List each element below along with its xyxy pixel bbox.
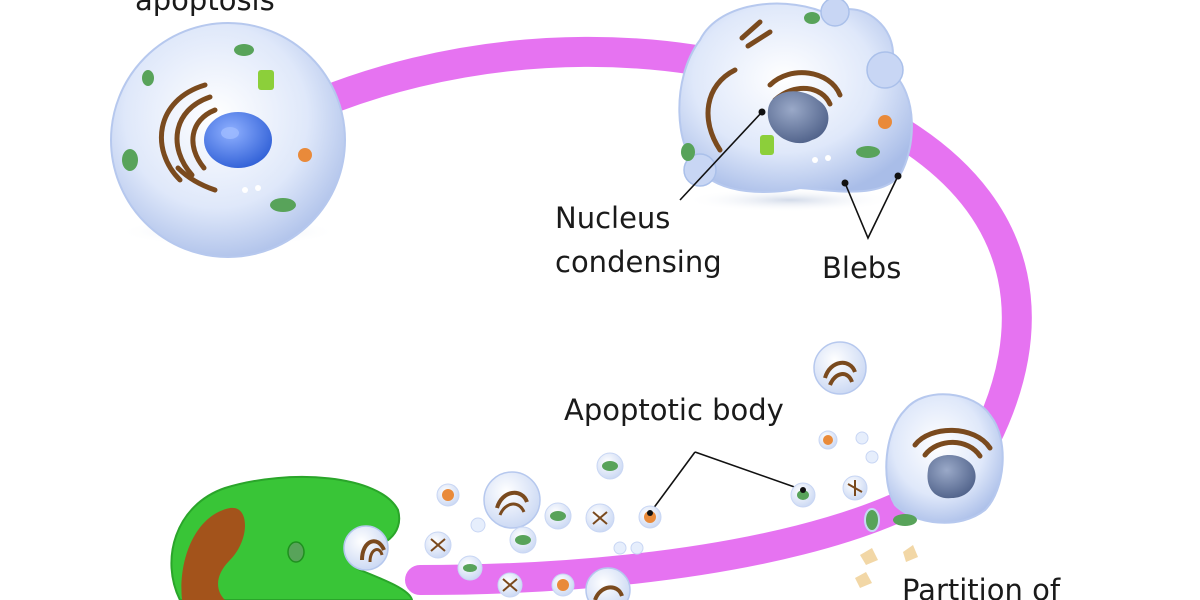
mitochondrion-icon <box>270 198 296 212</box>
apoptotic-bodies <box>424 341 918 600</box>
partition-label: Partition of <box>902 573 1061 600</box>
mitochondrion-icon <box>804 12 820 24</box>
fragmenting-cell <box>864 393 1004 532</box>
phagocyte-cell <box>170 476 414 600</box>
mitochondrion-icon <box>681 143 695 161</box>
nucleus-icon <box>204 112 272 168</box>
pathway-arc <box>247 36 1032 595</box>
mitochondrion-icon <box>893 514 917 526</box>
mitochondrion-icon <box>258 70 274 90</box>
condensed-nucleus-icon <box>767 91 829 144</box>
mitochondrion-icon <box>234 44 254 56</box>
phagocyte-nucleus-icon <box>181 507 245 600</box>
healthy-cell <box>110 22 346 258</box>
apoptotic-body-label: Apoptotic body <box>564 393 784 427</box>
condensed-nucleus-icon <box>927 454 976 499</box>
vesicle-icon <box>878 115 892 129</box>
nucleus-condensing-label: condensing <box>555 245 722 279</box>
callout-lines <box>649 111 899 514</box>
nucleus-condensing-label: Nucleus <box>555 201 670 235</box>
blebbing-cell <box>678 0 913 212</box>
vesicle-icon <box>298 148 312 162</box>
mitochondrion-icon <box>760 135 774 155</box>
mitochondrion-icon <box>864 508 880 532</box>
title-label: apoptosis <box>135 0 275 17</box>
mitochondrion-icon <box>287 541 305 563</box>
mitochondrion-icon <box>142 70 154 86</box>
blebs-label: Blebs <box>822 251 901 285</box>
golgi-icon <box>912 427 993 459</box>
mitochondrion-icon <box>856 146 880 158</box>
mitochondrion-icon <box>122 149 138 171</box>
golgi-icon <box>158 82 218 193</box>
